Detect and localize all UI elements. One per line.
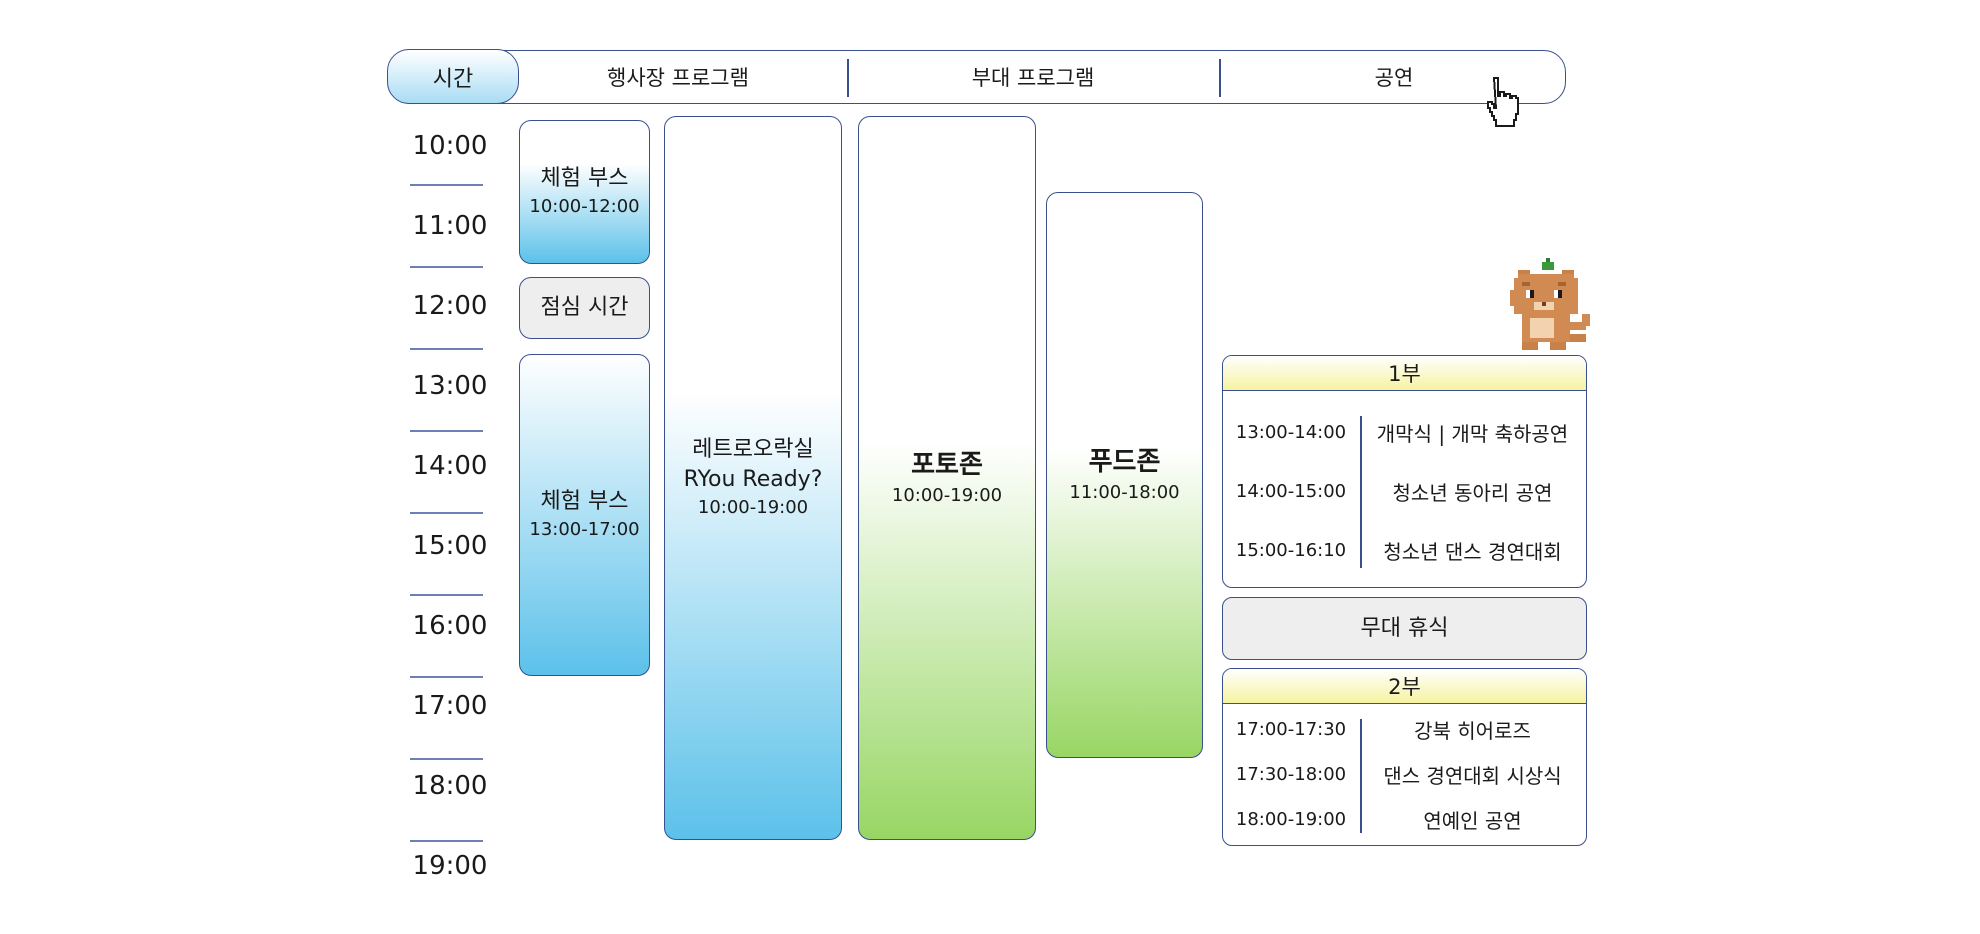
time-label: 16:00 [412,611,488,641]
performance-part1-card: 1부 13:00-14:00 개막식 | 개막 축하공연 14:00-15:00… [1222,355,1587,588]
performance-row-name: 댄스 경연대회 시상식 [1383,763,1562,788]
retro-arcade-subtitle: RYou Ready? [683,467,823,492]
food-zone-title: 푸드존 [1088,447,1161,477]
time-label: 18:00 [412,771,488,801]
header-performance-tab[interactable]: 공연 [1374,65,1414,90]
time-divider [410,184,483,186]
header-divider [847,59,849,97]
performance-row[interactable]: 17:30-18:00 댄스 경연대회 시상식 [1223,756,1586,792]
time-divider [410,266,483,268]
performance-row-name: 개막식 | 개막 축하공연 [1376,421,1569,446]
performance-row-name: 강북 히어로즈 [1414,718,1531,743]
performance-row[interactable]: 17:00-17:30 강북 히어로즈 [1223,711,1586,747]
food-zone-block[interactable]: 푸드존 11:00-18:00 [1046,192,1203,758]
time-divider [410,758,483,760]
performance-part2-title: 2부 [1223,669,1586,704]
performance-divider [1360,719,1362,833]
performance-divider [1360,416,1362,568]
lunch-title: 점심 시간 [540,295,629,320]
booth-am-time: 10:00-12:00 [529,196,640,217]
pixel-cat-mascot-icon [1510,258,1594,358]
performance-row[interactable]: 18:00-19:00 연예인 공연 [1223,801,1586,837]
time-divider [410,594,483,596]
retro-arcade-title: 레트로오락실 [692,437,814,462]
hand-pointer-icon [1482,76,1522,132]
performance-row[interactable]: 14:00-15:00 청소년 동아리 공연 [1223,471,1586,511]
photo-zone-block[interactable]: 포토존 10:00-19:00 [858,116,1036,840]
booth-pm-title: 체험 부스 [540,489,629,514]
time-label: 14:00 [412,451,488,481]
performance-row-name: 연예인 공연 [1423,808,1522,833]
retro-arcade-time: 10:00-19:00 [697,497,809,518]
time-label: 11:00 [412,211,488,241]
time-label: 13:00 [412,371,488,401]
performance-row[interactable]: 13:00-14:00 개막식 | 개막 축하공연 [1223,412,1586,452]
retro-arcade-block[interactable]: 레트로오락실 RYou Ready? 10:00-19:00 [664,116,842,840]
header-time-tab[interactable]: 시간 [387,49,519,104]
performance-row-name: 청소년 동아리 공연 [1392,480,1553,505]
performance-row-time: 13:00-14:00 [1235,421,1347,443]
time-divider [410,676,483,678]
food-zone-time: 11:00-18:00 [1069,482,1180,503]
performance-part2-card: 2부 17:00-17:30 강북 히어로즈 17:30-18:00 댄스 경연… [1222,668,1587,846]
time-label: 15:00 [412,531,488,561]
performance-part1-title: 1부 [1223,356,1586,391]
header-side-program-tab[interactable]: 부대 프로그램 [971,65,1095,90]
time-label: 10:00 [412,131,488,161]
performance-row-time: 17:30-18:00 [1235,763,1347,785]
performance-row-time: 17:00-17:30 [1235,718,1347,740]
schedule-header: 시간 행사장 프로그램 부대 프로그램 공연 [387,49,1566,104]
time-divider [410,840,483,842]
performance-row[interactable]: 15:00-16:10 청소년 댄스 경연대회 [1223,530,1586,570]
photo-zone-time: 10:00-19:00 [891,485,1003,506]
time-divider [410,512,483,514]
header-divider [1219,59,1221,97]
booth-pm-time: 13:00-17:00 [529,519,640,540]
time-divider [410,348,483,350]
booth-am-title: 체험 부스 [540,166,629,191]
header-venue-program-tab[interactable]: 행사장 프로그램 [607,65,749,90]
performance-row-time: 18:00-19:00 [1235,808,1347,830]
booth-am-block[interactable]: 체험 부스 10:00-12:00 [519,120,650,264]
time-label: 19:00 [412,851,488,881]
booth-pm-block[interactable]: 체험 부스 13:00-17:00 [519,354,650,676]
stage-break-title: 무대 휴식 [1360,615,1449,641]
performance-row-time: 15:00-16:10 [1235,539,1347,561]
time-label: 12:00 [412,291,488,321]
performance-row-time: 14:00-15:00 [1235,480,1347,502]
lunch-block[interactable]: 점심 시간 [519,277,650,339]
time-divider [410,430,483,432]
photo-zone-title: 포토존 [911,450,983,480]
time-label: 17:00 [412,691,488,721]
performance-row-name: 청소년 댄스 경연대회 [1383,539,1562,564]
stage-break-block[interactable]: 무대 휴식 [1222,597,1587,660]
